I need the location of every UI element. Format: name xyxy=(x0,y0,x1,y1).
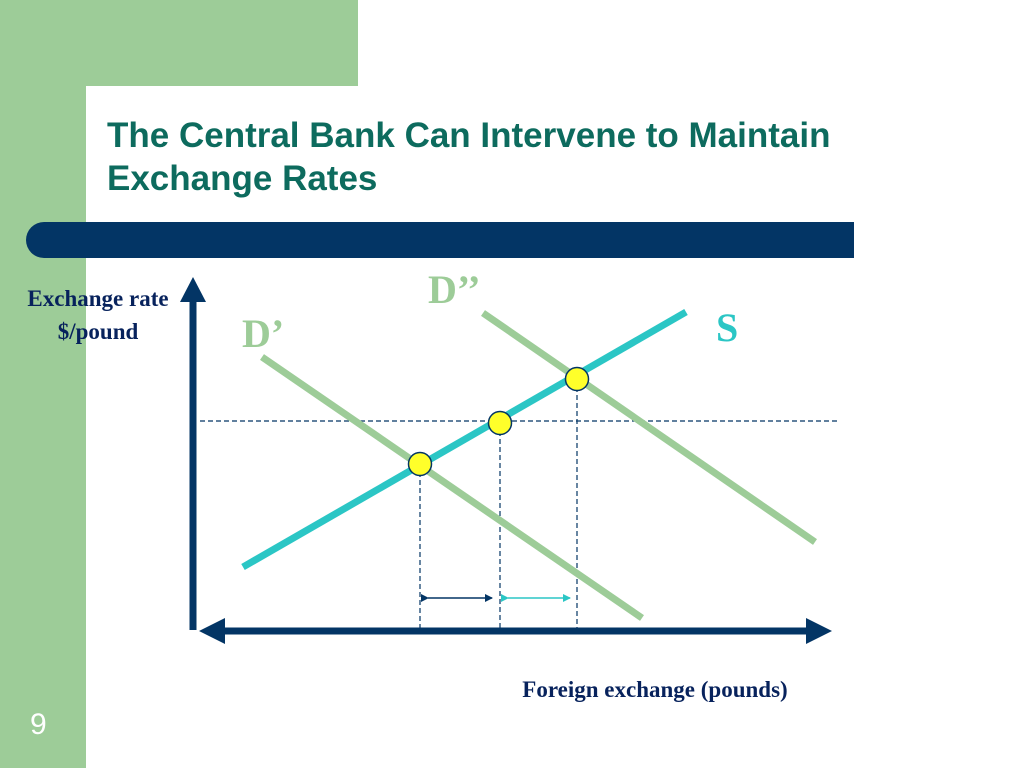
y-axis-label-line1: Exchange rate xyxy=(27,286,169,311)
title-rule xyxy=(26,222,854,258)
x-axis-arrowhead-left xyxy=(199,618,225,644)
y-axis-arrowhead xyxy=(180,277,206,302)
equilibrium-point-shifted xyxy=(564,366,590,392)
x-axis-label: Foreign exchange (pounds) xyxy=(522,677,788,702)
supply-curve xyxy=(241,308,688,571)
demand-shifted-label: D’’ xyxy=(428,267,481,312)
equilibrium-point-initial xyxy=(407,451,433,477)
demand-curve-initial xyxy=(260,354,644,621)
y-axis-label: Exchange rate $/pound xyxy=(8,282,188,348)
x-axis-arrowhead-right xyxy=(806,618,832,644)
equilibrium-point-target xyxy=(487,410,513,436)
y-axis-label-line2: $/pound xyxy=(57,319,139,344)
demand-curve-shifted xyxy=(481,310,817,545)
supply-label: S xyxy=(716,305,739,350)
header-decoration xyxy=(86,0,358,86)
sidebar-decoration xyxy=(0,0,86,768)
page-number: 9 xyxy=(30,708,47,741)
demand-initial-label: D’ xyxy=(242,311,285,356)
slide-title: The Central Bank Can Intervene to Mainta… xyxy=(107,116,831,198)
